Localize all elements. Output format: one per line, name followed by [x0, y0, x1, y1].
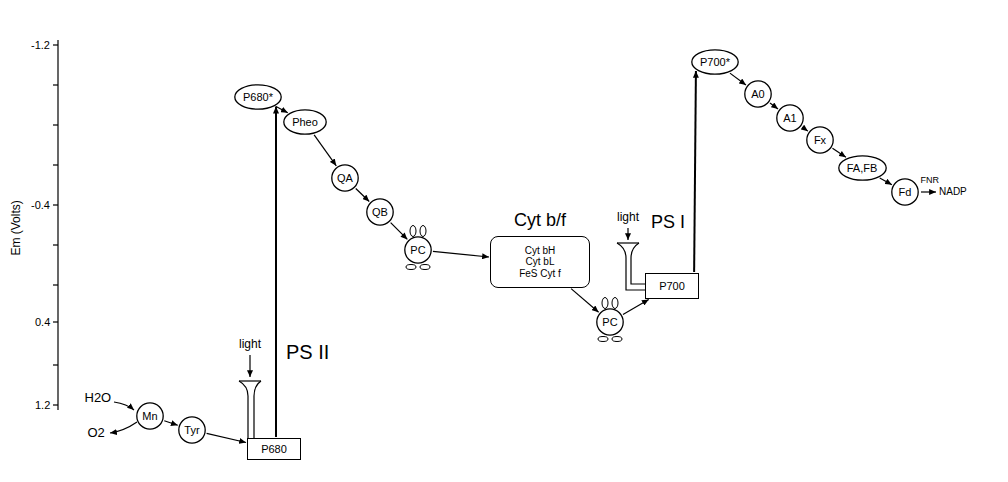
axis-tick-label: 1.2	[35, 399, 50, 412]
water-arrows	[110, 402, 137, 433]
node-label: P700	[659, 280, 685, 293]
electron-transfer-arrow	[391, 223, 408, 240]
enzyme-label: FNR	[921, 175, 940, 185]
reaction-center-box: P700	[645, 273, 699, 299]
electron-transfer-arrow	[207, 433, 246, 442]
cofactor-circle: Mn	[136, 402, 164, 430]
cofactor-circle: Tyr	[178, 416, 206, 444]
node-label: Fx	[814, 134, 826, 147]
electron-transfer-arrow	[433, 251, 489, 257]
electron-transfer-arrow	[314, 135, 336, 166]
node-label: A1	[783, 112, 796, 125]
node-label: P700*	[700, 56, 730, 69]
carrier-circle: Fd	[891, 178, 919, 206]
carrier-circle: QA	[331, 164, 359, 192]
axis-title: Em (Volts)	[9, 200, 23, 255]
electron-transfer-arrow	[730, 73, 746, 85]
node-label: Fd	[899, 186, 912, 199]
axis-tick-label: 0.4	[35, 316, 50, 329]
electron-transfer-arrow	[276, 107, 288, 113]
node-label: P680*	[243, 91, 273, 104]
photosystem-label: PS I	[651, 212, 685, 233]
node-label: P680	[261, 443, 287, 456]
node-label: Mn	[142, 410, 157, 423]
carrier-ellipse: Pheo	[283, 109, 327, 135]
excited-state-ellipse: P680*	[234, 84, 282, 110]
complex-box: Cyt b/fCyt bH Cyt bL FeS Cyt f	[490, 236, 590, 288]
carrier-circle: A0	[744, 80, 772, 108]
electron-transfer-arrow	[770, 103, 778, 109]
complex-heading: Cyt b/f	[514, 211, 566, 231]
electron-transfer-arrow	[623, 300, 649, 315]
electron-transfer-arrow	[880, 178, 892, 185]
electron-transfer-arrow	[694, 71, 696, 272]
light-funnel	[617, 228, 647, 290]
node-label: PC	[602, 316, 617, 329]
light-label: light	[239, 338, 261, 352]
nadp-arrow	[921, 191, 936, 192]
excited-state-ellipse: P700*	[691, 49, 739, 75]
node-label: QA	[337, 172, 353, 185]
product-label: O2	[88, 426, 105, 441]
electron-transfer-arrow	[832, 148, 845, 157]
node-label: QB	[372, 206, 388, 219]
plastocyanin-circle: PC	[404, 236, 432, 264]
axis-tick-label: -1.2	[31, 39, 50, 52]
electron-transfer-arrow	[356, 188, 369, 201]
substrate-label: H2O	[85, 391, 112, 406]
node-label: FA,FB	[847, 162, 878, 175]
plastocyanin-circle: PC	[596, 308, 624, 336]
electron-transfer-arrow	[275, 107, 277, 437]
carrier-circle: Fx	[806, 126, 834, 154]
light-funnel	[239, 355, 261, 440]
carrier-circle: A1	[776, 104, 804, 132]
carrier-ellipse: FA,FB	[838, 155, 887, 181]
node-label: Tyr	[184, 424, 199, 437]
node-label: PC	[410, 244, 425, 257]
electron-transfer-arrow	[571, 289, 599, 313]
electron-transfer-arrow	[164, 421, 178, 426]
electron-transfer-arrow	[802, 127, 808, 131]
node-label: Pheo	[292, 116, 318, 129]
energy-axis	[53, 40, 58, 410]
axis-tick-label: -0.4	[31, 199, 50, 212]
light-label: light	[617, 211, 639, 225]
node-label: Cyt bH Cyt bL FeS Cyt f	[517, 245, 563, 280]
product-label: NADP	[939, 186, 967, 198]
bunny-ears	[406, 226, 622, 342]
reaction-center-box: P680	[247, 438, 301, 460]
photosystem-label: PS II	[286, 341, 329, 364]
carrier-circle: QB	[366, 198, 394, 226]
node-label: A0	[751, 88, 764, 101]
